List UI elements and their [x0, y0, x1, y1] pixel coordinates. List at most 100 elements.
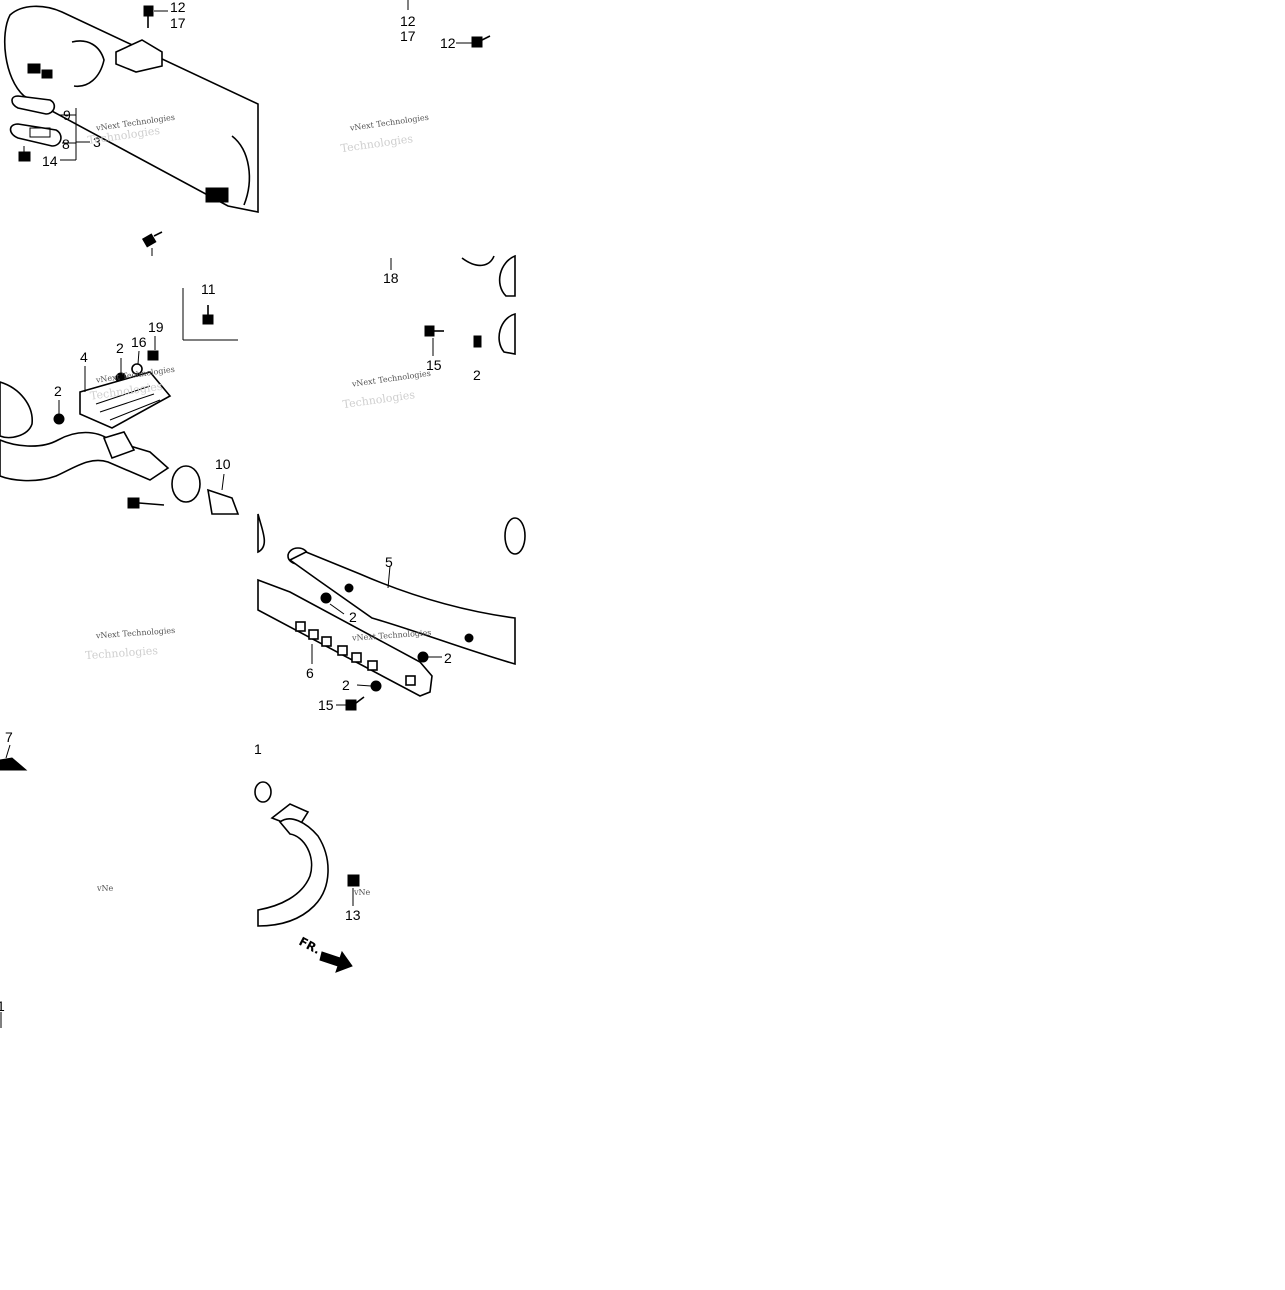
- muffler-tile: [4, 5, 259, 213]
- muffler-outlet: [0, 381, 33, 439]
- svg-text:Technologies: Technologies: [340, 132, 414, 155]
- leader-7: [5, 744, 11, 759]
- callout-2a: 2: [116, 340, 124, 356]
- callout-16: 16: [131, 334, 147, 350]
- pipe5-hole: [464, 633, 474, 643]
- watermark-5: Technologies vNext Technologies: [85, 626, 176, 662]
- pipe-ring-right: [504, 517, 526, 555]
- callout-15a: 15: [426, 357, 442, 373]
- muffler-clamp: [205, 187, 229, 203]
- watermark-6: vNext Technologies: [351, 628, 432, 643]
- gasket-8-window: [29, 127, 51, 138]
- nut-2d-icon: [320, 592, 332, 604]
- bolt-shank: [153, 231, 163, 237]
- gasket-7: [0, 757, 28, 771]
- leader-2f: [356, 684, 372, 687]
- muffler-bracket: [115, 39, 163, 73]
- callout-14: 14: [42, 153, 58, 169]
- leader-10: [221, 473, 225, 491]
- callout-9: 9: [63, 107, 71, 123]
- callout-2e: 2: [444, 650, 452, 666]
- bolt-12c-shank: [481, 35, 491, 41]
- muffler-body: [4, 5, 259, 213]
- muffler-foot: [27, 63, 41, 74]
- nut-2e-icon: [417, 651, 429, 663]
- callout-2b: 2: [54, 383, 62, 399]
- svg-text:vNext Technologies: vNext Technologies: [95, 626, 176, 641]
- pipe-collar: [498, 254, 516, 297]
- heat-shield-4: [79, 371, 172, 429]
- heat-shield-slots: [95, 385, 161, 421]
- bolt-15b-icon: [424, 325, 435, 337]
- pipe-end-opening: [171, 465, 201, 503]
- upper-right-tile: [407, 0, 491, 48]
- pipe-clamp-band: [102, 431, 136, 460]
- exhaust-pipe: [0, 431, 170, 482]
- callout-8: 8: [62, 136, 70, 152]
- washer-16: [131, 363, 143, 375]
- nut-13-icon: [347, 874, 360, 887]
- pipe-end-tile: [390, 254, 516, 356]
- watermark-7: vNe: [96, 884, 114, 893]
- gasket-8: [9, 123, 62, 147]
- lower-left-tile: [0, 744, 28, 1028]
- callout-4: 4: [80, 349, 88, 365]
- shield-6-slots: [295, 621, 416, 686]
- callout-11: 11: [201, 281, 216, 297]
- callout-2c: 2: [473, 367, 481, 383]
- callout-5: 5: [385, 554, 393, 570]
- callout-7: 7: [5, 729, 13, 745]
- callout-15b: 15: [318, 697, 334, 713]
- nut-2f-icon: [370, 680, 382, 692]
- pipe-stub: [498, 312, 516, 355]
- callout-2d: 2: [349, 609, 357, 625]
- mid-pipe-tile: [257, 513, 526, 711]
- header-pipe: [257, 818, 329, 927]
- bolt-12c-icon: [471, 36, 483, 48]
- leader-16: [137, 350, 140, 365]
- nut-14-icon: [18, 151, 31, 162]
- callout-13: 13: [345, 907, 361, 923]
- bolt-12-icon: [143, 5, 154, 17]
- front-arrow-icon: [319, 950, 353, 973]
- gasket-9: [11, 95, 56, 115]
- header-pipe-tile: [254, 781, 360, 973]
- bolt-15c-icon: [345, 699, 357, 711]
- leader-5: [387, 565, 391, 589]
- svg-text:Technologies: Technologies: [85, 644, 159, 662]
- nut-2c-icon: [473, 335, 482, 348]
- callout-19: 19: [148, 319, 164, 335]
- callout-1b: 1: [0, 998, 5, 1014]
- callout-2f: 2: [342, 677, 350, 693]
- bolt-15c-shank: [355, 696, 365, 704]
- callout-17a: 17: [170, 15, 186, 31]
- pipe-ring-top: [461, 255, 495, 267]
- watermark-2: Technologies vNext Technologies: [340, 113, 429, 155]
- watermark-8: vNe: [353, 888, 371, 897]
- svg-text:vNext Technologies: vNext Technologies: [348, 113, 429, 133]
- bolt-15a-icon: [127, 497, 140, 509]
- callout-12c: 12: [440, 35, 456, 51]
- callout-6: 6: [306, 665, 314, 681]
- svg-text:vNext Technologies: vNext Technologies: [351, 628, 432, 643]
- flange-edge: [257, 513, 266, 554]
- svg-text:Technologies: Technologies: [342, 388, 416, 411]
- callout-12b: 12: [400, 13, 416, 29]
- svg-text:vNext Technologies: vNext Technologies: [350, 369, 431, 389]
- nut-2b-icon: [53, 413, 65, 425]
- bolt-15a-shank: [138, 502, 165, 506]
- watermark-4: Technologies vNext Technologies: [342, 369, 431, 411]
- muffler-endcap: [231, 135, 251, 206]
- front-marker-label: FR.: [297, 934, 323, 957]
- loose-bolt: [141, 231, 163, 256]
- bolt-icon: [141, 233, 157, 248]
- callout-3: 3: [93, 134, 101, 150]
- bolt-11-icon: [202, 314, 214, 325]
- header-gasket-ring: [254, 781, 272, 803]
- heat-shield-6: [257, 578, 433, 697]
- callout-1a: 1: [254, 741, 262, 757]
- muffler-foot-2: [41, 69, 53, 79]
- leader-2d: [329, 603, 345, 615]
